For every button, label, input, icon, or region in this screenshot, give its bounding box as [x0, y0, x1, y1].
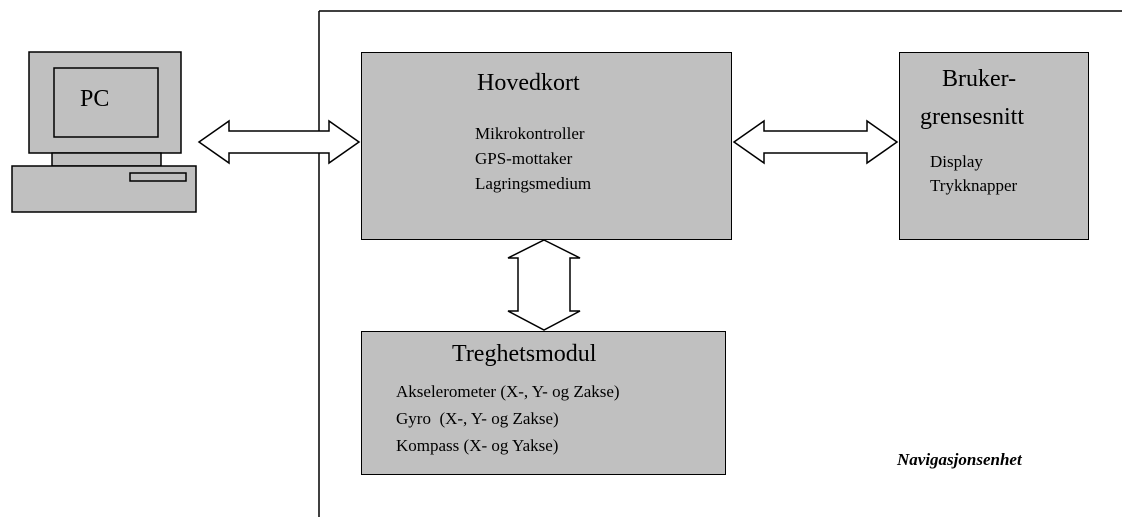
main-board-item-storage: Lagringsmedium	[475, 174, 592, 193]
main-board-title: Hovedkort	[477, 70, 580, 96]
user-interface-title-line2: grensesnitt	[920, 104, 1024, 130]
pc-monitor-screen	[53, 67, 159, 138]
user-interface-item-display: Display	[930, 152, 983, 171]
user-interface-item-buttons: Trykknapper	[930, 176, 1018, 195]
pc-monitor-neck	[51, 152, 162, 167]
pc-label: PC	[80, 86, 110, 112]
arrow-pc-mainboard	[197, 119, 361, 165]
main-board-box	[361, 52, 732, 240]
pc-icon	[11, 51, 197, 213]
enclosure-label: Navigasjonsenhet	[897, 450, 1022, 469]
user-interface-title-line1: Bruker-	[942, 66, 1017, 92]
inertial-module-box	[361, 331, 726, 475]
inertial-module-title: Treghetsmodul	[452, 341, 597, 367]
pc-drive-slot	[129, 172, 187, 182]
arrow-mainboard-userinterface	[732, 119, 899, 165]
main-board-item-gps: GPS-mottaker	[475, 149, 573, 168]
inertial-module-item-gyro: Gyro (X-, Y- og Zakse)	[396, 409, 559, 428]
inertial-module-item-compass: Kompass (X- og Yakse)	[396, 436, 559, 455]
inertial-module-item-accelerometer: Akselerometer (X-, Y- og Zakse)	[396, 382, 620, 401]
user-interface-box	[899, 52, 1089, 240]
main-board-item-microcontroller: Mikrokontroller	[475, 124, 585, 143]
arrow-mainboard-inertial	[507, 239, 581, 331]
